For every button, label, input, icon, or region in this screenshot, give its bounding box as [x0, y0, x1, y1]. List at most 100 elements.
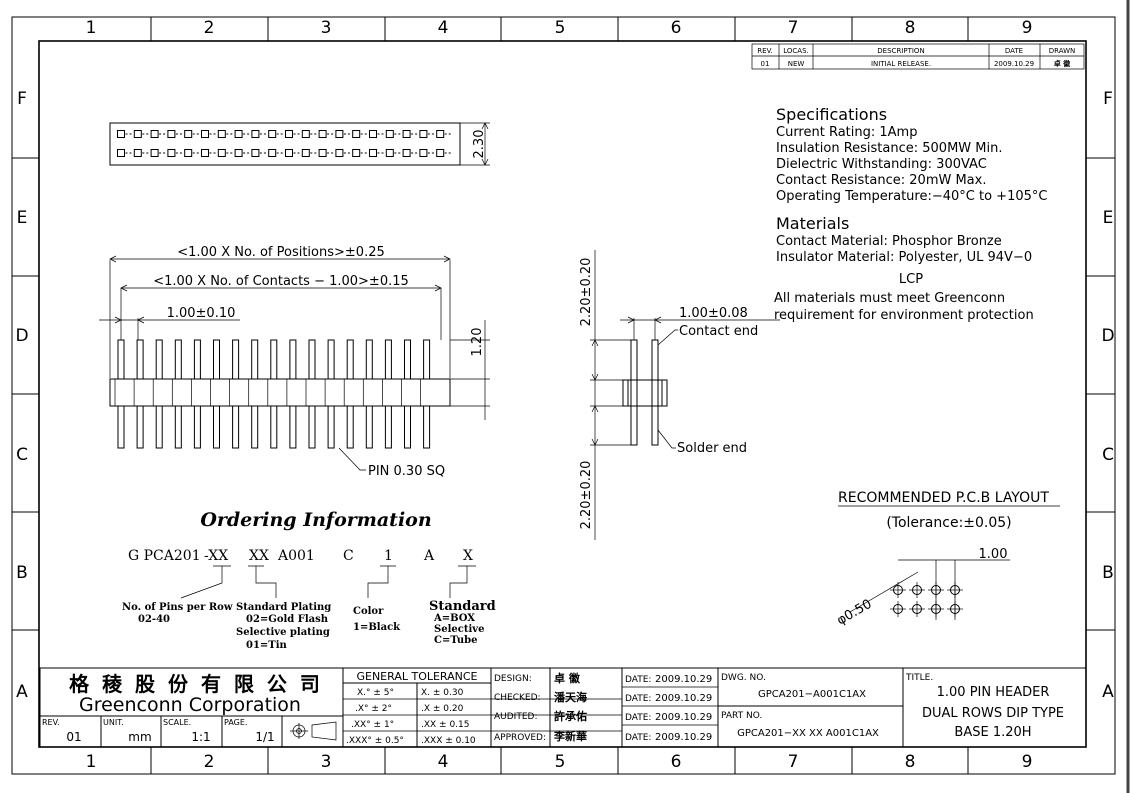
- scale-label: SCALE.: [163, 718, 191, 727]
- zone-row-c-left: C: [16, 445, 28, 465]
- scale-value: 1:1: [191, 730, 210, 744]
- pin-top-square: [402, 130, 411, 138]
- zone-row-a-right: A: [1102, 682, 1114, 702]
- zone-col-8-bottom: 8: [905, 752, 916, 772]
- pin-front-upper: [117, 339, 125, 380]
- pin-top-square: [318, 130, 327, 138]
- ordering-title: Ordering Information: [200, 509, 431, 531]
- zone-row-a-left: A: [16, 682, 28, 702]
- pin-front-upper: [193, 339, 201, 380]
- dim-contacts: <1.00 X No. of Contacts − 1.00>±0.15: [153, 274, 409, 289]
- pin-top-square: [268, 130, 277, 138]
- pin-front-lower: [117, 405, 125, 449]
- pack-line: A=BOX: [433, 613, 475, 624]
- dim-side-lower: 2.20±0.20: [579, 461, 594, 530]
- pack-line: C=Tube: [434, 635, 478, 646]
- title-line: 1.00 PIN HEADER: [937, 685, 1050, 700]
- materials-title: Materials: [776, 214, 849, 233]
- zone-col-3-top: 3: [321, 18, 332, 38]
- role-name: 許承佑: [554, 709, 587, 723]
- zone-col-4-top: 4: [438, 18, 449, 38]
- zone-ticks: [12, 17, 1115, 774]
- zone-col-2-top: 2: [204, 18, 215, 38]
- pin-front-lower: [384, 405, 392, 449]
- pcb-title: RECOMMENDED P.C.B LAYOUT: [838, 490, 1049, 506]
- tol-linear: .XXX ± 0.10: [421, 736, 476, 746]
- pin-front-upper: [423, 339, 431, 380]
- pin-top-square: [234, 130, 243, 138]
- code-part: XX: [249, 548, 269, 564]
- zone-row-f-left: F: [17, 89, 27, 109]
- pin-front-lower: [365, 405, 373, 449]
- tol-linear: X. ± 0.30: [421, 688, 464, 698]
- pin-top-square: [150, 130, 159, 138]
- code-part: A: [423, 548, 435, 564]
- rev-value-locas: NEW: [788, 60, 805, 68]
- pin-top-square: [369, 130, 377, 138]
- code-part: X: [463, 548, 473, 564]
- date-value: 2009.10.29: [655, 732, 712, 743]
- dwg-no-value: GPCA201−A001C1AX: [758, 689, 866, 700]
- dim-side-upper: 2.20±0.20: [579, 258, 594, 327]
- dim-height-top: 2.30: [472, 130, 487, 159]
- pin-top-square: [385, 149, 394, 157]
- unit-value: mm: [128, 730, 151, 744]
- pin-front-lower: [308, 405, 316, 449]
- rev-header-rev: REV.: [757, 47, 772, 55]
- zone-row-e-right: E: [1103, 208, 1114, 228]
- tol-linear: .XX ± 0.15: [421, 720, 470, 730]
- pin-top-square: [285, 130, 293, 138]
- company-name-cn: 格 稜 股 份 有 限 公 司: [69, 672, 323, 696]
- code-part: G PCA201: [128, 548, 201, 564]
- ordering-information: Ordering Information G PCA201 -XX XX A00…: [122, 509, 496, 651]
- pin-top-square: [268, 149, 277, 157]
- pin-front-lower: [232, 405, 240, 449]
- pin-top-square: [184, 130, 193, 138]
- pcb-pitch: 1.00: [979, 547, 1008, 562]
- pin-top-square: [133, 130, 142, 138]
- dwg-no-label: DWG. NO.: [721, 673, 766, 683]
- zone-row-e-left: E: [17, 208, 28, 228]
- role-name: 潘天海: [554, 690, 587, 704]
- material-note: requirement for environment protection: [774, 308, 1034, 323]
- pin-top-square: [335, 149, 344, 157]
- zone-col-1-bottom: 1: [86, 752, 97, 772]
- specifications: Specifications Current Rating: 1Amp Insu…: [774, 105, 1047, 323]
- code-part: -XX: [204, 548, 228, 564]
- zone-col-6-top: 6: [671, 18, 682, 38]
- dim-upper-pin: 1.20: [470, 328, 485, 357]
- role-name: 李新華: [553, 729, 587, 743]
- code-part: 1: [384, 548, 393, 564]
- role-name: 卓 徽: [554, 671, 581, 685]
- material-line: Contact Material: Phosphor Bronze: [776, 234, 1002, 249]
- pin-top-square: [133, 149, 142, 157]
- pin-top-square: [419, 130, 428, 138]
- pin-front-lower: [289, 405, 297, 449]
- revision-block: REV. LOCAS. DESCRIPTION DATE DRAWN 01 NE…: [751, 43, 1085, 70]
- rev-value-rev: 01: [761, 60, 770, 68]
- zone-col-7-bottom: 7: [788, 752, 799, 772]
- date-label: DATE:: [625, 713, 651, 723]
- pin-front-lower: [155, 405, 163, 449]
- pin-note: PIN 0.30 SQ: [368, 464, 445, 479]
- pin-front-upper: [213, 339, 220, 380]
- pin-top-square: [301, 149, 310, 157]
- zone-row-f-right: F: [1103, 89, 1113, 109]
- pin-front-upper: [308, 339, 316, 380]
- zone-col-5-top: 5: [555, 18, 566, 38]
- spec-line: Contact Resistance: 20mW Max.: [776, 173, 986, 188]
- code-part: A001: [277, 548, 315, 564]
- pin-front-upper: [136, 339, 144, 380]
- pin-front-upper: [384, 339, 392, 380]
- plating-line: 01=Tin: [246, 640, 288, 651]
- pin-top-square: [217, 130, 226, 138]
- zone-row-b-left: B: [16, 563, 28, 583]
- pin-top-square: [184, 149, 193, 157]
- rev-header-locas: LOCAS.: [783, 47, 809, 55]
- title-block: 格 稜 股 份 有 限 公 司 Greenconn Corporation RE…: [39, 667, 1087, 748]
- rev-value: 01: [66, 730, 81, 744]
- pin-front-upper: [174, 339, 182, 380]
- pin-front-lower: [327, 405, 335, 449]
- pin-front-upper: [270, 339, 278, 380]
